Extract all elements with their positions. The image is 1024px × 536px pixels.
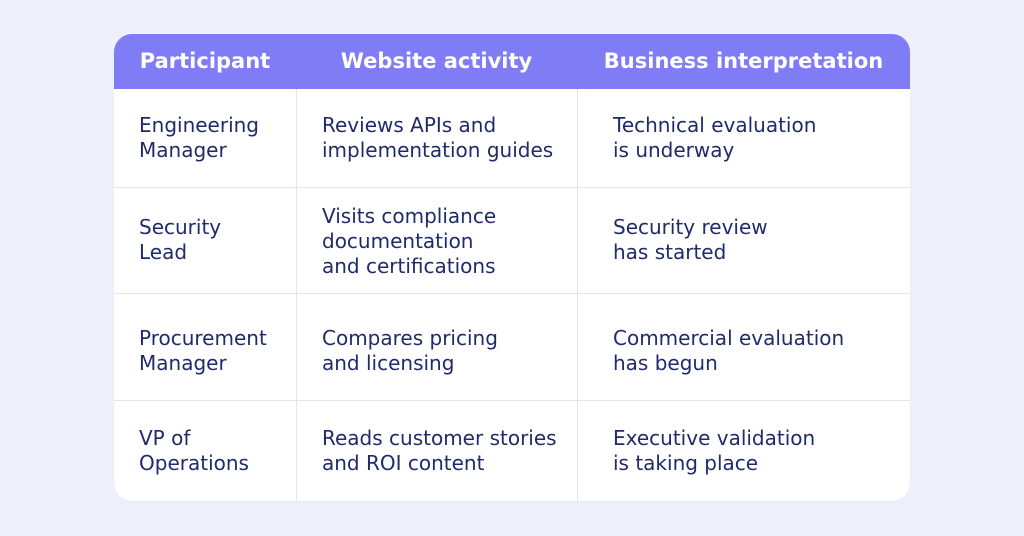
cell-participant: Security Lead <box>139 215 222 264</box>
cell-business-interpretation: Commercial evaluation has begun <box>613 326 845 375</box>
cell-business-interpretation: Security review has started <box>613 215 768 264</box>
row-divider <box>114 293 910 294</box>
cell-website-activity: Compares pricing and licensing <box>322 326 498 375</box>
cell-website-activity: Reviews APIs and implementation guides <box>322 113 554 162</box>
cell-website-activity: Visits compliance documentation and cert… <box>322 204 497 278</box>
column-divider <box>577 89 578 501</box>
table-header-row: Participant Website activity Business in… <box>114 34 910 89</box>
header-business-interpretation: Business interpretation <box>603 49 884 73</box>
cell-business-interpretation: Technical evaluation is underway <box>613 113 817 162</box>
column-divider <box>296 89 297 501</box>
header-participant: Participant <box>139 49 271 73</box>
cell-participant: VP of Operations <box>139 426 249 475</box>
comparison-table: Participant Website activity Business in… <box>114 34 910 501</box>
cell-website-activity: Reads customer stories and ROI content <box>322 426 557 475</box>
header-website-activity: Website activity <box>340 49 533 73</box>
row-divider <box>114 187 910 188</box>
cell-participant: Procurement Manager <box>139 326 267 375</box>
cell-participant: Engineering Manager <box>139 113 259 162</box>
row-divider <box>114 400 910 401</box>
cell-business-interpretation: Executive validation is taking place <box>613 426 816 475</box>
